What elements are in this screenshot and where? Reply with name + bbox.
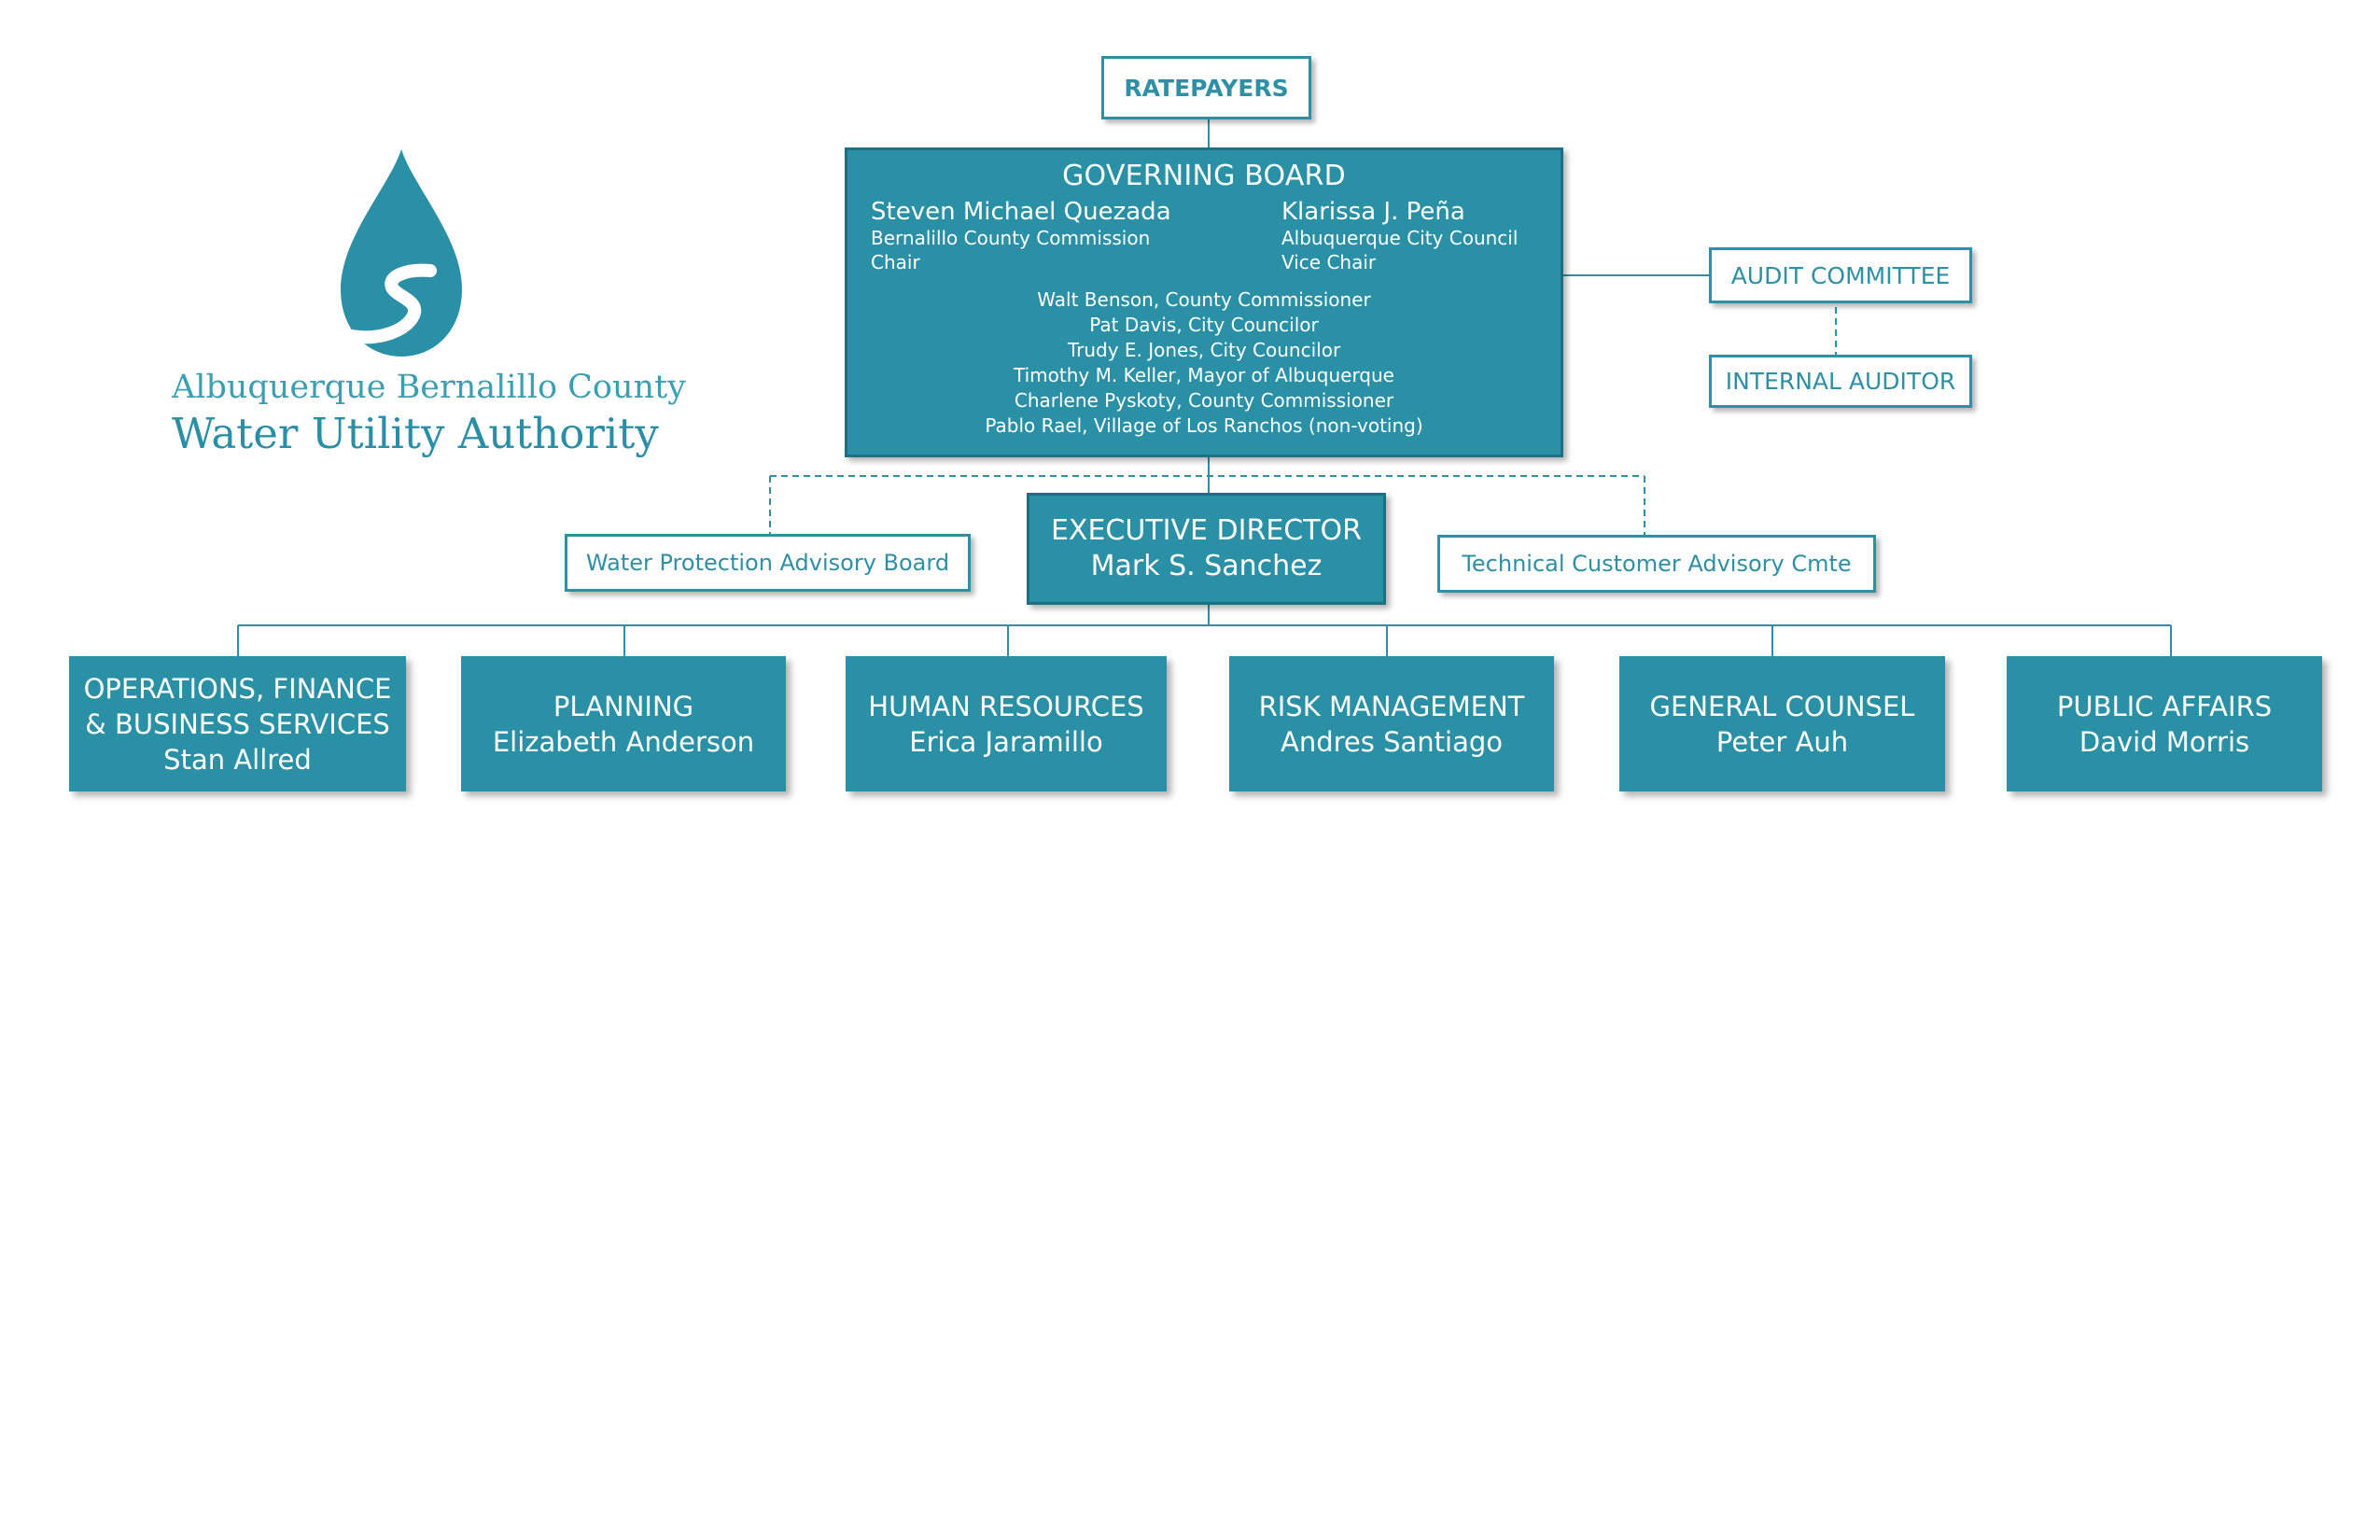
executive-director-box: EXECUTIVE DIRECTOR Mark S. Sanchez [1027,493,1386,605]
department-title: PUBLIC AFFAIRS [2056,690,2273,722]
governing-board-box: GOVERNING BOARD Steven Michael Quezada B… [845,147,1563,457]
board-member: Pablo Rael, Village of Los Ranchos (non-… [985,414,1423,437]
board-leaders: Steven Michael Quezada Bernalillo County… [847,198,1561,282]
department-head: Peter Auh [1715,725,1849,758]
vice-chair-name: Klarissa J. Peña [1281,198,1465,226]
board-chair: Steven Michael Quezada Bernalillo County… [871,198,1171,274]
vice-chair-org: Albuquerque City Council [1281,227,1519,249]
logo-org-line2: Water Utility Authority [172,409,659,458]
department-box: PUBLIC AFFAIRS David Morris [2007,656,2322,791]
executive-director-title: EXECUTIVE DIRECTOR [1050,514,1363,547]
department-head: Stan Allred [163,743,312,776]
logo: Albuquerque Bernalillo County Water Util… [168,145,686,462]
board-member: Pat Davis, City Councilor [1089,314,1319,336]
department-title: PLANNING [553,690,694,722]
chair-role: Chair [871,251,920,273]
department-head: Andres Santiago [1281,725,1503,758]
water-protection-advisory-board-box: Water Protection Advisory Board [565,534,971,592]
water-drop-icon [341,149,462,357]
department-head: David Morris [2079,725,2250,758]
department-title: HUMAN RESOURCES [868,690,1144,722]
board-member: Walt Benson, County Commissioner [1037,288,1371,311]
internal-auditor-box: INTERNAL AUDITOR [1709,355,1972,408]
vice-chair-role: Vice Chair [1281,251,1377,273]
department-box: OPERATIONS, FINANCE & BUSINESS SERVICES … [69,656,406,791]
ratepayers-box: RATEPAYERS [1101,56,1311,119]
ratepayers-label: RATEPAYERS [1124,74,1289,102]
department-box: RISK MANAGEMENT Andres Santiago [1229,656,1554,791]
department-title: GENERAL COUNSEL [1649,690,1915,722]
internal-auditor-label: INTERNAL AUDITOR [1725,368,1956,395]
audit-committee-label: AUDIT COMMITTEE [1730,261,1951,289]
board-vice-chair: Klarissa J. Peña Albuquerque City Counci… [1281,198,1518,274]
governing-board-title: GOVERNING BOARD [1062,160,1346,192]
board-member: Trudy E. Jones, City Councilor [1067,339,1341,361]
chair-name: Steven Michael Quezada [871,198,1171,226]
board-members-list: Walt Benson, County Commissioner Pat Dav… [985,287,1422,439]
board-member: Timothy M. Keller, Mayor of Albuquerque [1014,364,1394,386]
technical-customer-advisory-box: Technical Customer Advisory Cmte [1437,535,1876,593]
department-title: OPERATIONS, FINANCE & BUSINESS SERVICES [83,672,392,740]
department-head: Erica Jaramillo [909,725,1103,758]
department-box: GENERAL COUNSEL Peter Auh [1619,656,1945,791]
chair-org: Bernalillo County Commission [871,227,1151,249]
executive-director-name: Mark S. Sanchez [1090,550,1323,582]
audit-committee-box: AUDIT COMMITTEE [1709,247,1972,303]
department-title: RISK MANAGEMENT [1258,690,1525,722]
advisory-left-label: Water Protection Advisory Board [585,550,950,576]
board-member: Charlene Pyskoty, County Commissioner [1014,389,1394,412]
department-box: PLANNING Elizabeth Anderson [461,656,786,791]
department-box: HUMAN RESOURCES Erica Jaramillo [846,656,1167,791]
department-head: Elizabeth Anderson [492,725,755,758]
advisory-right-label: Technical Customer Advisory Cmte [1462,551,1852,577]
logo-org-line1: Albuquerque Bernalillo County [172,369,686,406]
